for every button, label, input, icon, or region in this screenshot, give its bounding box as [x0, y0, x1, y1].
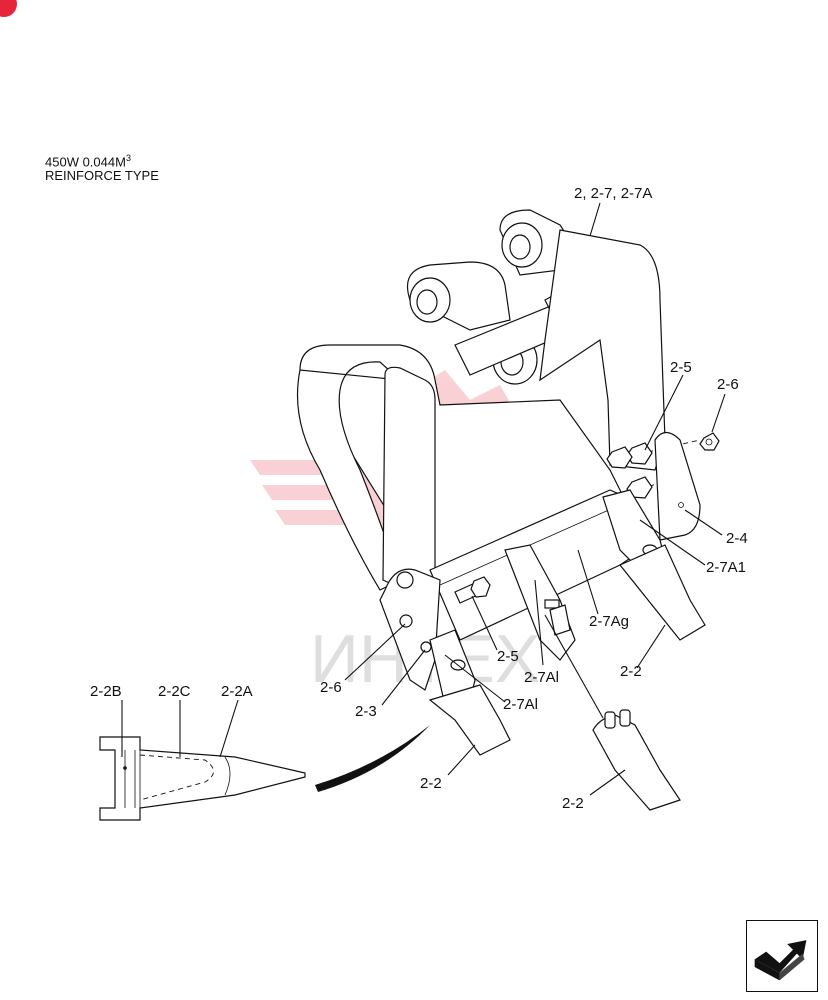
- detail-callout-arc: [315, 725, 430, 792]
- next-page-arrow-icon: [754, 940, 807, 981]
- callout-adapter-mid: 2-7Ag: [589, 613, 629, 630]
- model-unit-sup: 3: [125, 153, 131, 163]
- callout-bucket: 2, 2-7, 2-7A: [574, 185, 652, 202]
- callout-tooth-detached: 2-2: [562, 795, 584, 812]
- tooth-detached: [592, 709, 681, 811]
- leader-lines: [121, 202, 726, 796]
- next-page-button[interactable]: [746, 920, 818, 992]
- tooth-right: [619, 544, 706, 641]
- callout-tooth-right: 2-2: [620, 663, 642, 680]
- callout-nut-right: 2-6: [717, 376, 739, 393]
- model-line: 450W 0.044M: [45, 154, 126, 170]
- callout-nut-left: 2-6: [320, 679, 342, 696]
- callout-adapter-right: 2-7A1: [706, 559, 746, 576]
- bolt-mid: [454, 576, 491, 604]
- callout-detail-retainer: 2-2C: [158, 683, 191, 700]
- type-caption: REINFORCE TYPE: [45, 168, 159, 183]
- model-caption: 450W 0.044M3: [45, 150, 131, 170]
- tooth-left: [428, 684, 511, 756]
- adapter-center: [504, 544, 576, 661]
- callout-tooth-left: 2-2: [420, 775, 442, 792]
- side-cutter-left: [379, 568, 441, 691]
- side-cutter-right: [654, 431, 701, 541]
- callout-side-cutter-right: 2-4: [726, 530, 748, 547]
- red-dot-icon: [0, 0, 17, 17]
- tooth-detail-view: [99, 736, 306, 821]
- callout-side-cutter-left: 2-3: [355, 703, 377, 720]
- callout-bolt-mid: 2-5: [497, 648, 519, 665]
- nut-right: [699, 432, 720, 451]
- bucket-body: [296, 209, 701, 641]
- callout-detail-tip: 2-2A: [221, 683, 253, 700]
- callout-adapter-center: 2-7Al: [524, 669, 559, 686]
- callout-adapter-left: 2-7Al: [503, 696, 538, 713]
- callout-detail-pin: 2-2B: [90, 683, 122, 700]
- callout-bolt-right: 2-5: [670, 359, 692, 376]
